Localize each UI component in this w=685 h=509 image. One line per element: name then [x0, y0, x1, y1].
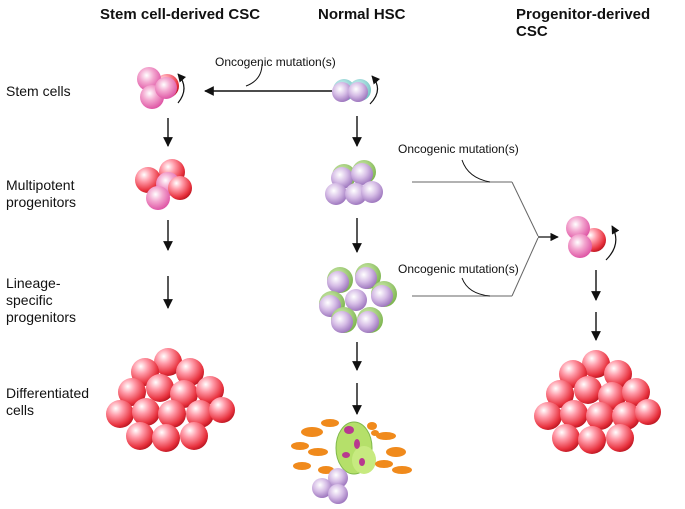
- left-multipotent-cluster: [135, 159, 192, 210]
- row-label-multipotent-line1: Multipotent: [6, 177, 75, 193]
- left-differentiated-cluster: [106, 348, 235, 452]
- column-title-progenitor-derived: Progenitor-derived CSC: [516, 6, 651, 40]
- middle-differentiated-cells: [291, 419, 412, 504]
- row-label-multipotent-line2: progenitors: [6, 194, 77, 210]
- row-label-differentiated: Differentiated cells: [6, 385, 89, 419]
- self-renewal-arrow-normal: [369, 75, 381, 105]
- mutation-connector-lower: [412, 237, 539, 297]
- row-label-lineage-line1: Lineage-: [6, 275, 61, 291]
- row-label-lineage: Lineage- specific progenitors: [6, 275, 76, 326]
- right-differentiated-cluster: [534, 350, 661, 454]
- self-renewal-arrow-right: [605, 225, 620, 261]
- row-label-multipotent: Multipotent progenitors: [6, 177, 76, 211]
- mutation-label-bottom: Oncogenic mutation(s): [398, 262, 519, 276]
- row-label-lineage-line2: specific: [6, 292, 53, 308]
- column-title-normal-hsc: Normal HSC: [318, 6, 406, 23]
- middle-stem-cell-cluster: [332, 75, 381, 105]
- column-title-stem-cell-derived: Stem cell-derived CSC: [100, 6, 261, 23]
- row-label-diff-line1: Differentiated: [6, 385, 90, 401]
- row-label-stem-text: Stem cells: [6, 83, 71, 99]
- mutation-label-top: Oncogenic mutation(s): [215, 55, 336, 69]
- row-label-diff-line2: cells: [6, 402, 35, 418]
- mutation-connector-upper: [412, 159, 539, 237]
- middle-multipotent-cluster: [325, 160, 383, 205]
- self-renewal-arrow: [177, 73, 187, 104]
- right-csc-cluster: [566, 216, 620, 261]
- left-stem-cell-cluster: [137, 67, 187, 109]
- mutation-label-middle: Oncogenic mutation(s): [398, 142, 519, 156]
- row-label-stem-cells: Stem cells: [6, 83, 71, 100]
- mutation-callout-top: [245, 63, 263, 87]
- row-label-lineage-line3: progenitors: [6, 309, 77, 325]
- middle-lineage-cluster: [319, 263, 397, 333]
